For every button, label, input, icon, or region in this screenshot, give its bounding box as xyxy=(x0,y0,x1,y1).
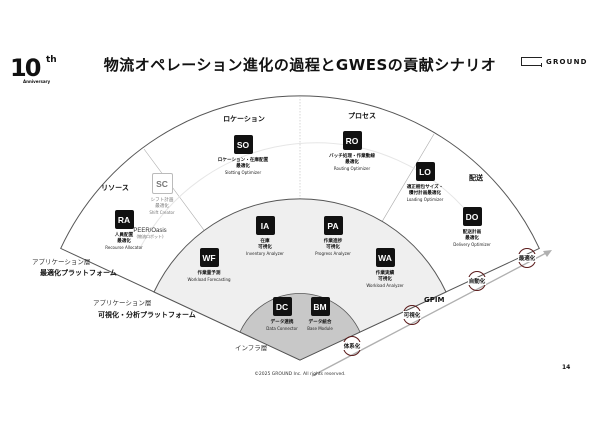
node-code: PA xyxy=(323,216,343,235)
node-code: DO xyxy=(462,207,482,226)
page-title: 物流オペレーション進化の過程とGWESの貢献シナリオ xyxy=(103,56,497,74)
node-bm[interactable]: BM データ統合 Base Module xyxy=(275,297,365,332)
node-jp-1: データ連携 xyxy=(270,320,294,325)
node-jp-1: データ統合 xyxy=(308,320,332,325)
layer-app-opt-name: 最適化プラットフォーム xyxy=(40,269,117,277)
node-en: Data Connector xyxy=(266,326,298,331)
node-en: Inventory Analyzer xyxy=(246,251,284,256)
node-en: Progress Analyzer xyxy=(315,251,351,256)
node-sc[interactable]: SC シフト計画 最適化 Shift Creator xyxy=(117,173,207,216)
segment-label-delivery: 配送 xyxy=(469,174,483,182)
node-jp-1: 作業量予測 xyxy=(197,271,221,276)
node-jp-2: 最適化 xyxy=(345,160,359,165)
gpim-arrow-head xyxy=(543,250,552,257)
node-code: RA xyxy=(114,210,134,229)
gpim-step-systematize: 体系化 xyxy=(341,335,363,357)
node-jp-2: 最適化 xyxy=(236,164,250,169)
node-ia[interactable]: IA 在庫 可視化 Inventory Analyzer xyxy=(220,216,310,257)
node-code: DC xyxy=(272,297,292,316)
gpim-step-automate: 自動化 xyxy=(466,270,488,292)
node-jp-1: 配送計画 xyxy=(462,230,482,235)
node-en: Recourse Allocator xyxy=(105,245,143,250)
node-jp-2: 最適化 xyxy=(155,204,169,209)
node-code: RO xyxy=(342,131,362,150)
node-lo[interactable]: LO 適正梱包サイズ・ 積付計画最適化 Loading Optimizer xyxy=(380,162,470,203)
segment-label-location: ロケーション xyxy=(223,115,265,123)
node-code: WA xyxy=(375,248,395,267)
inner-fan xyxy=(239,293,361,361)
node-jp-2: 可視化 xyxy=(326,245,340,250)
layer-app-vis-label: アプリケーション層 xyxy=(93,299,152,307)
node-en: Routing Optimizer xyxy=(333,166,371,171)
layer-infra: インフラ層 xyxy=(235,344,268,352)
layer-app-opt-label: アプリケーション層 xyxy=(32,258,91,266)
copyright: ©2025 GROUND Inc. All rights reserved. xyxy=(254,372,346,377)
node-jp-1: 在庫 xyxy=(260,239,270,244)
segment-label-resource: リソース xyxy=(101,184,129,192)
node-en: Workload Forecasting xyxy=(187,277,231,282)
node-code: WF xyxy=(199,248,219,267)
gpim-step-visualize: 可視化 xyxy=(401,304,423,326)
node-ro[interactable]: RO バッチ処理・作業動線 最適化 Routing Optimizer xyxy=(307,131,397,172)
node-dc[interactable]: DC データ連携 Data Connector xyxy=(237,297,327,332)
node-jp-2: 積付計画最適化 xyxy=(408,191,442,196)
node-code: BM xyxy=(310,297,330,316)
node-code: IA xyxy=(255,216,275,235)
node-jp-1: 適正梱包サイズ・ xyxy=(406,185,444,190)
middle-fan xyxy=(153,198,447,361)
node-jp-2: 可視化 xyxy=(258,245,272,250)
node-jp-1: シフト計画 xyxy=(150,198,174,203)
brand-mark-icon xyxy=(521,57,542,67)
node-ra[interactable]: RA 人員配置 最適化 Recourse Allocator xyxy=(79,210,169,251)
node-wf[interactable]: WF 作業量予測 Workload Forecasting xyxy=(164,248,254,283)
gpim-step-optimize: 最適化 xyxy=(516,247,538,269)
node-jp-2: 可視化 xyxy=(378,277,392,282)
node-pa[interactable]: PA 作業進捗 可視化 Progress Analyzer xyxy=(288,216,378,257)
node-jp-1: 人員配置 xyxy=(114,233,134,238)
node-en: Shift Creator xyxy=(149,210,175,215)
node-en: Slotting Optimizer xyxy=(224,170,262,175)
node-jp-2: 最適化 xyxy=(117,239,131,244)
anniversary-logo: 10 th Anniversary xyxy=(10,54,57,84)
node-code: SC xyxy=(151,173,173,194)
layer-app-vis-name: 可視化・分析プラットフォーム xyxy=(98,311,196,319)
peer-oasis: PEER/Oasis (物流ロボット) xyxy=(133,228,167,239)
node-en: Workload Analyzer xyxy=(366,283,404,288)
node-code: LO xyxy=(415,162,435,181)
node-jp-1: バッチ処理・作業動線 xyxy=(329,154,375,159)
node-jp-2: 最適化 xyxy=(465,236,479,241)
node-en: Delivery Optimizer xyxy=(453,242,491,247)
brand-logo: GROUND xyxy=(521,57,588,67)
node-do[interactable]: DO 配送計画 最適化 Delivery Optimizer xyxy=(427,207,517,248)
node-en: Base Module xyxy=(307,326,333,331)
gpim-label: GPIM xyxy=(424,296,445,304)
segment-label-process: プロセス xyxy=(348,112,376,120)
node-jp-1: 作業実績 xyxy=(375,271,395,276)
node-en: Loading Optimizer xyxy=(406,197,444,202)
node-wa[interactable]: WA 作業実績 可視化 Workload Analyzer xyxy=(340,248,430,289)
node-code: SO xyxy=(233,135,253,154)
node-jp-1: ロケーション・在庫配置 xyxy=(217,158,269,163)
page-number: 14 xyxy=(562,364,571,371)
node-jp-1: 作業進捗 xyxy=(323,239,343,244)
node-so[interactable]: SO ロケーション・在庫配置 最適化 Slotting Optimizer xyxy=(198,135,288,176)
